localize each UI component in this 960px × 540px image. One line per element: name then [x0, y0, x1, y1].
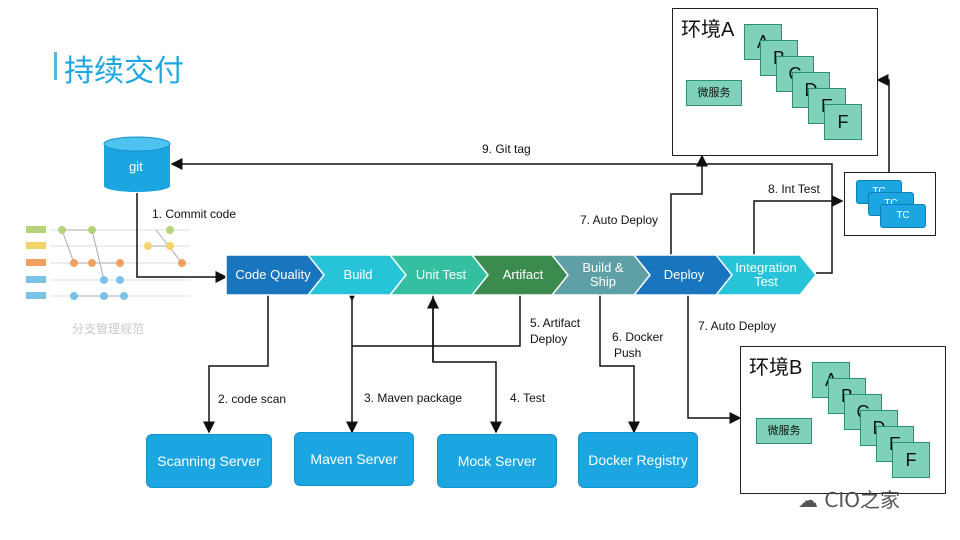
step-docker-push: 6. Docker — [612, 330, 664, 344]
git-tag-arrow — [170, 158, 833, 274]
environment-b-label: 环境B — [749, 357, 803, 379]
step-auto-deploy-a: 7. Auto Deploy — [580, 213, 659, 227]
environment-a-label: 环境A — [681, 19, 735, 41]
deploy-env-a-arrow — [670, 154, 708, 255]
step-commit-code: 1. Commit code — [152, 207, 237, 221]
step-artifact-deploy-2: Deploy — [530, 332, 568, 346]
git-label: git — [129, 159, 143, 174]
stage-code-quality: Code Quality — [235, 267, 311, 282]
test-case-3: TC — [880, 204, 926, 228]
step-int-test: 8. Int Test — [768, 182, 820, 196]
mock-server[interactable]: Mock Server — [437, 434, 557, 488]
stage-build: Build — [343, 267, 373, 282]
step-artifact-deploy: 5. Artifact — [530, 316, 581, 330]
step-code-scan: 2. code scan — [218, 392, 287, 406]
docker-registry[interactable]: Docker Registry — [578, 432, 698, 488]
chevron-integration-test[interactable] — [714, 254, 817, 296]
git-repository-icon — [103, 136, 171, 192]
step-docker-push-2: Push — [614, 346, 642, 360]
test-arrow — [432, 295, 502, 434]
tc-to-env-a-arrow — [876, 74, 890, 172]
maven-server[interactable]: Maven Server — [294, 432, 414, 486]
code-scan-arrow — [203, 295, 269, 434]
step-maven-package: 3. Maven package — [364, 391, 463, 405]
page-title: 持续交付 — [64, 55, 184, 88]
docker-push-arrow — [599, 295, 640, 434]
env-b-microservice: 微服务 — [756, 418, 812, 444]
watermark-text: CIO之家 — [824, 488, 900, 512]
commit-arrow — [136, 193, 228, 283]
branch-caption: 分支管理规范 — [72, 322, 145, 336]
artifact-deploy-arrow — [352, 295, 521, 347]
stage-build-ship: Build & Ship — [582, 260, 624, 289]
env-b-service-f: F — [892, 442, 930, 478]
title-accent-bar — [54, 52, 57, 80]
scanning-server[interactable]: Scanning Server — [146, 434, 272, 488]
env-a-service-f: F — [824, 104, 862, 140]
step-auto-deploy-b: 7. Auto Deploy — [698, 319, 777, 333]
step-test: 4. Test — [510, 391, 546, 405]
int-test-arrow — [753, 195, 844, 255]
stage-artifact: Artifact — [502, 267, 544, 282]
deploy-env-b-arrow — [687, 295, 742, 424]
stage-unit-test: Unit Test — [415, 267, 467, 282]
wechat-icon: ☁ — [798, 488, 818, 512]
watermark: ☁ CIO之家 — [798, 484, 900, 513]
pipeline — [225, 254, 817, 296]
stage-deploy: Deploy — [663, 267, 705, 282]
step-git-tag: 9. Git tag — [482, 142, 531, 156]
branch-model-thumbnail — [26, 226, 190, 300]
stage-integration-test: Integration Test — [735, 260, 797, 289]
env-a-microservice: 微服务 — [686, 80, 742, 106]
